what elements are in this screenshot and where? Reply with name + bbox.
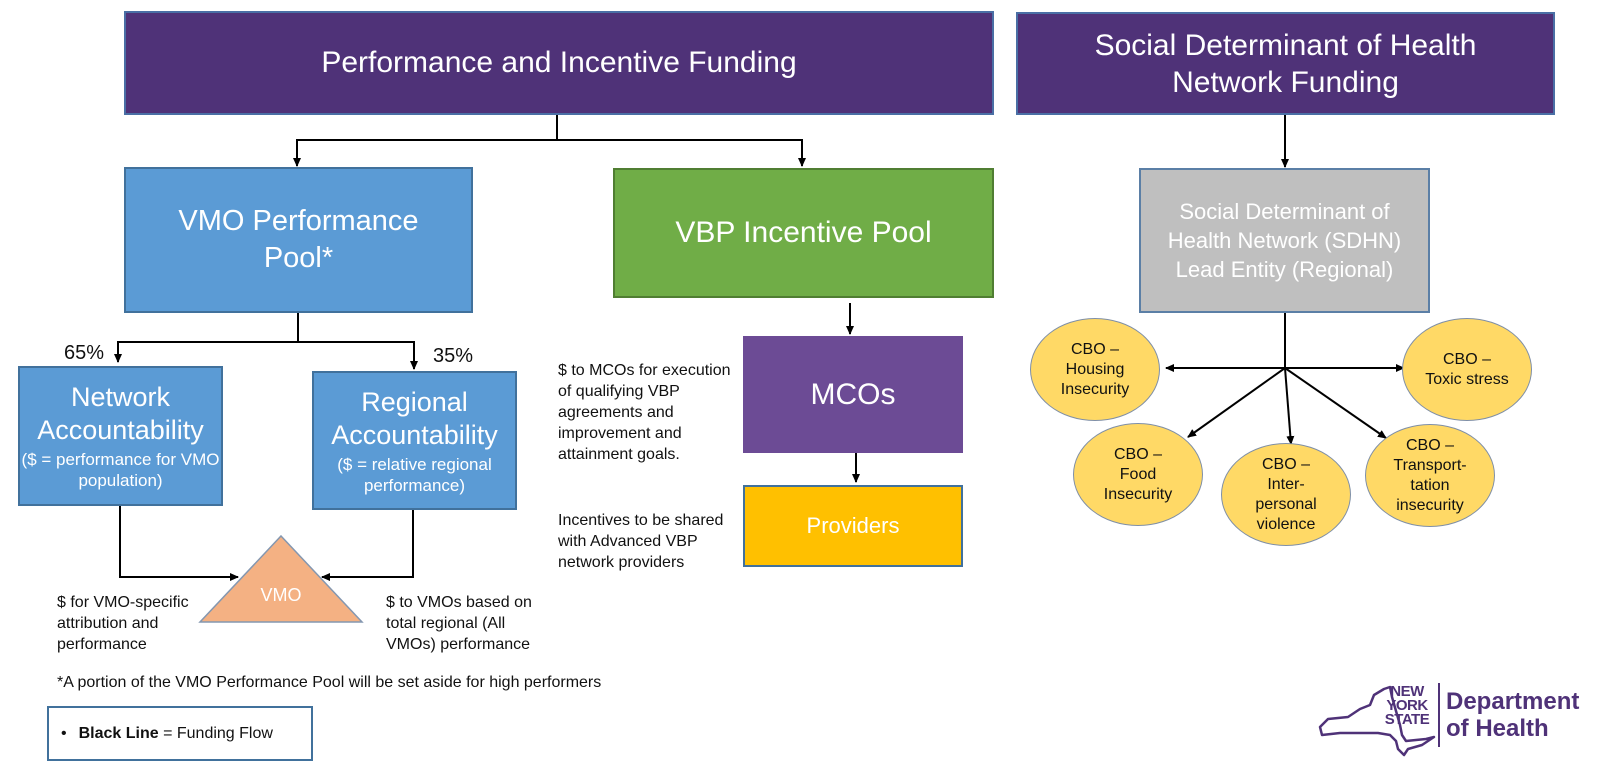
flow-sdhn-to-food: [1187, 367, 1286, 438]
regional-share-percent: 35%: [433, 345, 474, 367]
header-performance-incentive-funding: Performance and Incentive Funding: [124, 11, 994, 115]
header-right-label: Social Determinant of Health Network Fun…: [1094, 28, 1477, 99]
providers-label: Providers: [806, 513, 900, 538]
regional-accountability-box: Regional Accountability ($ = relative re…: [312, 371, 517, 510]
legend-bullet: •: [61, 724, 67, 742]
network-share-percent: 65%: [64, 342, 105, 364]
mcos-box: MCOs: [743, 336, 963, 453]
vmo-pool-label: VMO Performance Pool*: [178, 205, 419, 274]
cbo-toxic-stress: CBO – Toxic stress: [1402, 318, 1532, 421]
note-incentives-shared: Incentives to be shared with Advanced VB…: [558, 512, 724, 571]
flow-header-to-vbp-pool: [557, 139, 806, 167]
mcos-label: MCOs: [810, 377, 896, 411]
footnote: *A portion of the VMO Performance Pool w…: [57, 674, 602, 691]
flow-header-to-vmo-pool: [293, 115, 558, 167]
note-vmos-regional: $ to VMOs based on total regional (All V…: [386, 594, 532, 653]
header-sdoh-network-funding: Social Determinant of Health Network Fun…: [1016, 12, 1555, 115]
cbo-food-insecurity: CBO – Food Insecurity: [1073, 423, 1203, 526]
legend-box: • Black Line = Funding Flow: [47, 706, 313, 761]
flow-sdhn-to-transport: [1284, 367, 1387, 439]
logo-department: Department: [1446, 688, 1580, 715]
network-accountability-sub: ($ = performance for VMO population): [21, 450, 220, 490]
new-york-state-outline-icon: [1318, 685, 1436, 757]
flow-regional-to-vmo: [321, 510, 414, 581]
nys-line-state: STATE: [1384, 711, 1430, 728]
department-of-health-wordmark: Department of Health: [1446, 688, 1579, 742]
vmo-triangle: VMO: [198, 534, 364, 623]
logo-of-health: of Health: [1446, 715, 1549, 742]
flow-network-to-vmo: [119, 506, 239, 581]
flow-vmo-pool-to-network: [114, 313, 299, 363]
cbo-housing-insecurity: CBO – Housing Insecurity: [1030, 318, 1160, 421]
nys-line-york: YORK: [1386, 697, 1428, 714]
legend-black-line: Black Line: [78, 724, 159, 742]
logo-divider: [1438, 683, 1440, 747]
regional-accountability-sub: ($ = relative regional performance): [337, 454, 492, 495]
sdhn-lead-entity-box: Social Determinant of Health Network (SD…: [1139, 168, 1430, 313]
vmo-performance-pool-box: VMO Performance Pool*: [124, 167, 473, 313]
flow-vmo-pool-to-regional: [298, 341, 418, 370]
flow-sdhn-to-interpersonal: [1284, 367, 1295, 445]
cbo-transportation-insecurity: CBO – Transport- tation insecurity: [1365, 424, 1495, 527]
regional-accountability-title: Regional Accountability: [331, 386, 498, 450]
note-mcos-funding: $ to MCOs for execution of qualifying VB…: [558, 362, 731, 463]
note-vmo-specific: $ for VMO-specific attribution and perfo…: [57, 594, 189, 653]
legend-funding-flow: = Funding Flow: [158, 724, 273, 742]
cbo-interpersonal-violence: CBO – Inter- personal violence: [1221, 443, 1351, 546]
nys-line-new: NEW: [1390, 683, 1424, 700]
nys-doh-logo: NEW YORK STATE Department of Health: [1318, 683, 1608, 758]
providers-box: Providers: [743, 485, 963, 567]
sdhn-lead-label: Social Determinant of Health Network (SD…: [1167, 199, 1402, 282]
vmo-label: VMO: [260, 585, 301, 605]
vbp-incentive-pool-box: VBP Incentive Pool: [613, 168, 994, 298]
nys-wordmark: NEW YORK STATE: [1380, 683, 1434, 728]
network-accountability-box: Network Accountability ($ = performance …: [18, 366, 223, 506]
header-left-label: Performance and Incentive Funding: [321, 46, 797, 79]
network-accountability-title: Network Accountability: [37, 382, 204, 445]
vbp-pool-label: VBP Incentive Pool: [675, 216, 932, 249]
